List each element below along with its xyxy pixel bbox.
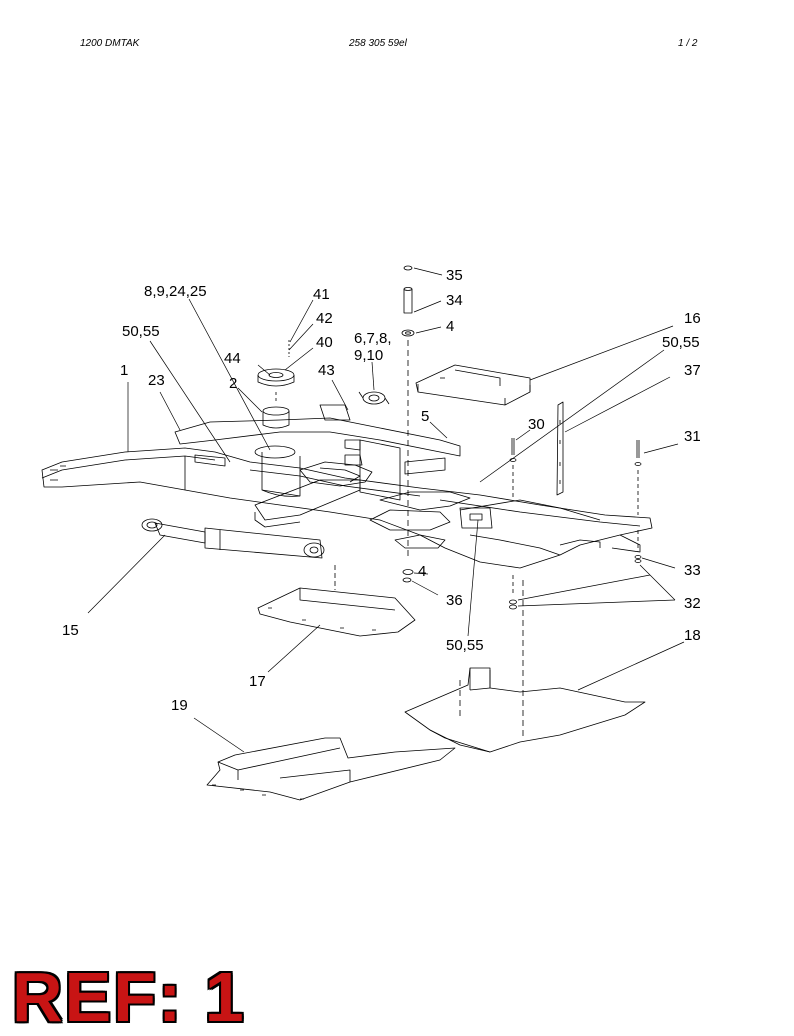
callout-44: 44 (224, 350, 241, 367)
callout-32: 32 (684, 595, 701, 612)
header-drawing-number: 258 305 59el (349, 38, 407, 49)
vertical-pin (401, 265, 415, 583)
callout-23: 23 (148, 372, 165, 389)
callout-37: 37 (684, 362, 701, 379)
bolts (509, 438, 642, 610)
callout-30: 30 (528, 416, 545, 433)
swing-pivot (254, 340, 301, 497)
hydraulic-cylinder (141, 518, 325, 559)
callout-6-7-8: 6,7,8, (354, 330, 392, 347)
callout-35: 35 (446, 267, 463, 284)
callout-36: 36 (446, 592, 463, 609)
leader-lines (87, 267, 685, 753)
callout-4-top: 4 (446, 318, 454, 335)
skid-plate-left (206, 737, 456, 801)
header-page-number: 1 / 2 (678, 38, 698, 49)
callout-15: 15 (62, 622, 79, 639)
callout-43: 43 (318, 362, 335, 379)
callout-2: 2 (229, 375, 237, 392)
main-frame (41, 447, 653, 569)
callout-50-55-bottom: 50,55 (446, 637, 484, 654)
support-strip (556, 401, 564, 496)
cross-beams (174, 404, 461, 501)
callout-19: 19 (171, 697, 188, 714)
lower-cover-plate (257, 565, 416, 637)
callout-8-9-24-25: 8,9,24,25 (144, 283, 207, 300)
callout-labels: 35 34 4 41 42 40 8,9,24,25 50,55 44 1 23… (62, 267, 701, 714)
callout-40: 40 (316, 334, 333, 351)
header-model: 1200 DMTAK (80, 38, 140, 49)
callout-18: 18 (684, 627, 701, 644)
callout-41: 41 (313, 286, 330, 303)
callout-42: 42 (316, 310, 333, 327)
callout-9-10: 9,10 (354, 347, 383, 364)
callout-50-55-left: 50,55 (122, 323, 160, 340)
reference-label: REF: 1 (12, 958, 246, 1036)
callout-34: 34 (446, 292, 463, 309)
callout-33: 33 (684, 562, 701, 579)
skid-plate-right (404, 580, 646, 753)
callout-17: 17 (249, 673, 266, 690)
callout-16: 16 (684, 310, 701, 327)
callout-50-55-right: 50,55 (662, 334, 700, 351)
callout-4-bottom: 4 (418, 563, 426, 580)
callout-5: 5 (421, 408, 429, 425)
top-plate (415, 364, 531, 406)
callout-31: 31 (684, 428, 701, 445)
callout-1: 1 (120, 362, 128, 379)
pin-bracket (358, 391, 390, 405)
